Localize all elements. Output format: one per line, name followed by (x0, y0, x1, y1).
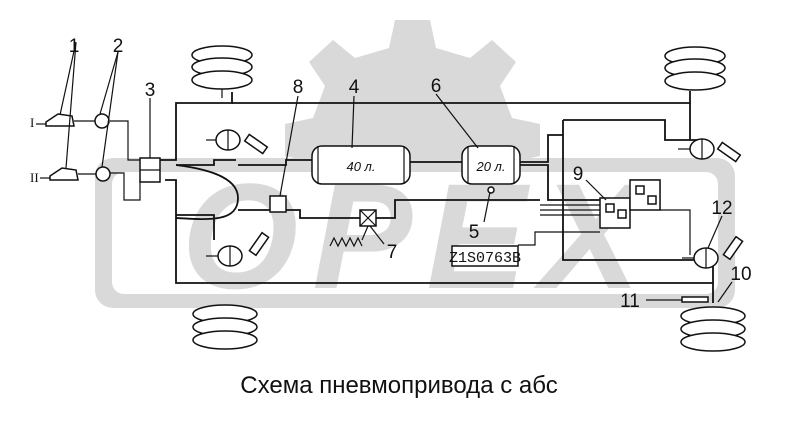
abs-modulator (599, 179, 661, 229)
drain-valve (487, 186, 495, 194)
valve-8 (269, 195, 287, 213)
brake-valve (139, 157, 161, 183)
callout-2: 2 (113, 36, 124, 57)
part-number-stamp: Z1S0763B (449, 245, 521, 267)
brake-pedal-upper (36, 113, 110, 129)
part-number: Z1S0763B (449, 250, 521, 267)
callout-6: 6 (431, 76, 442, 97)
air-tank-40l: 40 л. (311, 145, 411, 185)
brake-pedal-lower (40, 166, 111, 182)
callout-12: 12 (711, 198, 732, 219)
wheel-speed-sensor (681, 296, 709, 303)
brake-chamber-rear-right (682, 235, 744, 269)
callout-5: 5 (469, 222, 480, 243)
callout-3: 3 (145, 80, 156, 101)
wheel-rear-right (680, 306, 746, 352)
watermark-text: OPEX (182, 152, 655, 320)
callout-10: 10 (730, 264, 751, 285)
leader-lines (59, 41, 733, 303)
brake-chamber-front-right (678, 138, 742, 163)
watermark-logo: OPEX (95, 20, 735, 320)
wheel-rear-left (192, 304, 258, 350)
brake-chamber-front-left (206, 129, 269, 155)
callout-8: 8 (293, 77, 304, 98)
callout-1: 1 (69, 36, 80, 57)
pedal-sensor-lower (95, 166, 111, 182)
callout-7: 7 (387, 242, 398, 263)
callout-9: 9 (573, 164, 584, 185)
callouts: 1 2 3 4 5 6 7 8 9 10 11 12 (69, 36, 752, 312)
diagram-caption: Схема пневмопривода с абс (240, 372, 558, 399)
valve-7 (329, 209, 377, 248)
pedal-sensor-upper (94, 113, 110, 129)
wheel-front-right (664, 46, 726, 91)
callout-11: 11 (620, 291, 640, 312)
roman-label-i: I (30, 115, 34, 130)
tank-20-label: 20 л. (475, 159, 505, 174)
brake-chamber-rear-left (206, 231, 270, 267)
air-tank-20l: 20 л. (461, 145, 521, 185)
tank-40-label: 40 л. (346, 159, 375, 174)
wheel-front-left (191, 45, 253, 98)
callout-4: 4 (349, 77, 360, 98)
roman-label-ii: II (30, 170, 39, 185)
